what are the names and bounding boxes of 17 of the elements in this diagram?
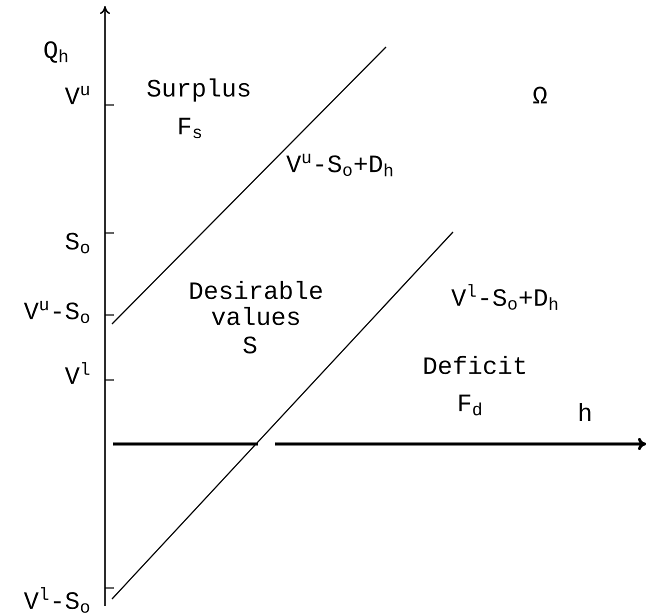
tick-label: V$^{u}$: [64, 86, 89, 104]
region-label: Surplus: [147, 78, 250, 102]
axis-label: Q$_{h}$: [44, 41, 68, 63]
region-label: Desirable: [190, 280, 322, 300]
tick-label: V$^{l}$-S$_{o}$: [24, 587, 90, 613]
line-label: V$^{u}$-S$_{o}$+D$_{h}$: [286, 154, 392, 176]
region-label: Deficit: [424, 356, 525, 374]
region-label: values: [212, 306, 299, 326]
tick-label: V$^{l}$: [64, 362, 90, 384]
region-label: F$_{s}$: [179, 118, 202, 138]
axis-label: h: [580, 402, 590, 422]
region-label: F$_{d}$: [459, 394, 481, 416]
tick-label: S$_{o}$: [66, 232, 90, 254]
region-label: Ω: [533, 86, 547, 104]
region-label: S: [243, 336, 256, 354]
line-label: V$^{l}$-S$_{o}$+D$_{h}$: [451, 284, 558, 310]
tick-label: V$^{u}$-S$_{o}$: [24, 300, 90, 324]
